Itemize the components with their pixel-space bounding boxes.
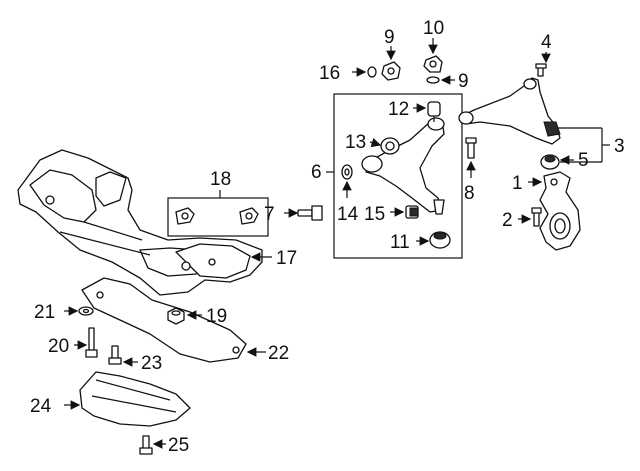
bolt-icon [297, 205, 323, 221]
bushing-icon [540, 154, 560, 170]
washer-icon [341, 164, 353, 180]
control-arm-group-box [333, 93, 463, 259]
bolt-icon [405, 205, 419, 219]
callout-21: 21 [34, 302, 55, 323]
crossmember-icon [81, 277, 247, 363]
callout-15: 15 [364, 204, 385, 225]
callout-5: 5 [578, 150, 589, 171]
bolt-icon [531, 207, 542, 227]
callout-17: 17 [276, 248, 297, 269]
callout-9-top: 9 [384, 27, 395, 48]
nut-icon [167, 307, 185, 325]
nut-icon [423, 55, 443, 73]
callout-18: 18 [210, 169, 231, 190]
nut-icon [381, 61, 401, 81]
lower-control-arm-icon [361, 117, 445, 215]
bushing-icon [429, 231, 451, 249]
upper-control-arm-icon [458, 77, 561, 145]
callout-19: 19 [206, 306, 227, 327]
callout-24: 24 [30, 396, 52, 417]
callout-12: 12 [388, 99, 409, 120]
callout-14: 14 [337, 204, 359, 225]
callout-16: 16 [319, 63, 340, 84]
callout-7: 7 [264, 204, 275, 225]
knuckle-icon [539, 171, 581, 251]
callout-22: 22 [268, 343, 289, 364]
bushing-icon [380, 137, 400, 155]
bolt-icon [85, 327, 98, 358]
callout-9-right: 9 [458, 71, 469, 92]
callout-1: 1 [512, 173, 523, 194]
callout-3: 3 [614, 136, 625, 157]
bracket-plate-icon [175, 207, 259, 225]
ball-joint-icon [427, 101, 441, 122]
callout-8: 8 [464, 183, 475, 204]
callout-13: 13 [345, 132, 366, 153]
callout-4: 4 [541, 32, 552, 53]
callout-2: 2 [502, 210, 513, 231]
bolt-icon [108, 345, 122, 365]
callout-23: 23 [141, 353, 162, 374]
callout-11: 11 [390, 232, 410, 253]
subframe-icon [17, 149, 263, 296]
skid-plate-icon [79, 371, 191, 427]
callout-6: 6 [311, 162, 322, 183]
callout-10: 10 [423, 18, 444, 39]
washer-icon [367, 66, 377, 78]
callout-25: 25 [168, 435, 189, 456]
washer-icon [78, 306, 94, 316]
callout-20: 20 [48, 336, 69, 357]
bracket-group-box [167, 197, 269, 237]
bolt-icon [139, 435, 153, 455]
bolt-icon [535, 63, 547, 77]
bolt-icon [465, 137, 477, 159]
washer-icon [426, 76, 440, 84]
